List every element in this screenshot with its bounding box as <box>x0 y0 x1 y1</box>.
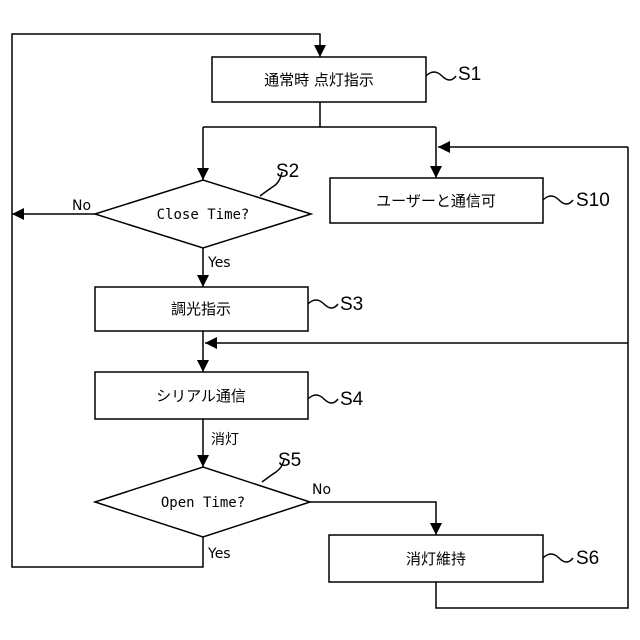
edge-label-s2-no: No <box>72 198 91 214</box>
step-label-s4: S4 <box>340 389 364 410</box>
edge-label-s5-yes: Yes <box>207 546 231 562</box>
edge-label-s5-no: No <box>312 482 331 498</box>
leader-s4 <box>308 395 338 403</box>
node-s6: 消灯維持 <box>329 535 543 582</box>
node-s4: シリアル通信 <box>95 372 308 419</box>
edge-label-s2-yes: Yes <box>207 255 231 271</box>
node-s2-label: Close Time? <box>157 207 250 223</box>
node-s10-label: ユーザーと通信可 <box>376 192 496 210</box>
leader-s10 <box>543 196 573 204</box>
leader-s6 <box>543 554 573 562</box>
edge-label-s4-out: 消灯 <box>211 432 239 448</box>
node-s3: 調光指示 <box>95 287 308 331</box>
node-s5-decision: Open Time? <box>95 467 310 537</box>
step-label-s10: S10 <box>576 190 610 211</box>
node-s4-label: シリアル通信 <box>156 387 246 405</box>
step-label-s1: S1 <box>458 64 481 85</box>
node-s10: ユーザーと通信可 <box>330 178 543 223</box>
step-label-s5: S5 <box>278 450 301 471</box>
node-s5-label: Open Time? <box>161 495 245 511</box>
node-s3-label: 調光指示 <box>171 300 231 318</box>
node-s1: 通常時 点灯指示 <box>212 57 426 102</box>
leader-s3 <box>308 300 338 308</box>
edge-s5-no <box>310 502 436 535</box>
node-s1-label: 通常時 点灯指示 <box>264 71 374 89</box>
node-s6-label: 消灯維持 <box>406 550 466 568</box>
leader-s1 <box>426 72 456 80</box>
node-s2-decision: Close Time? <box>95 180 311 248</box>
step-label-s6: S6 <box>576 548 599 569</box>
step-label-s2: S2 <box>276 161 299 182</box>
step-label-s3: S3 <box>340 294 363 315</box>
